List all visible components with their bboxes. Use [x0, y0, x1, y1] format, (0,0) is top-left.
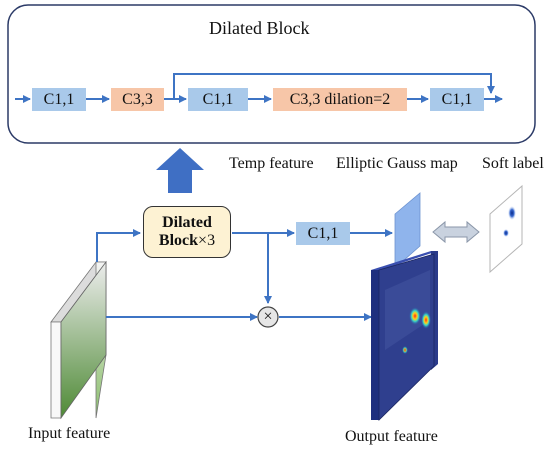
soft-label-blob-2: [503, 229, 509, 237]
dilated-block-x3-suffix: ×3: [198, 232, 216, 249]
output-feature-texture: [385, 270, 430, 350]
elliptic-gauss-map-plane: [394, 192, 421, 269]
dilated-block-x3-bold: Block: [158, 232, 199, 249]
elliptic-gauss-map-label: Elliptic Gauss map: [336, 155, 458, 172]
output-feature-label: Output feature: [345, 428, 438, 445]
input-feature-slab: [50, 321, 62, 419]
input-feature-face: [60, 260, 107, 420]
output-feature-face: [378, 253, 435, 421]
dilated-conv-3x3: C3,3: [111, 88, 164, 111]
multiply-symbol: ×: [263, 308, 273, 325]
output-heat-blob-2: [421, 311, 431, 329]
output-heat-blob-1: [409, 307, 421, 325]
dilated-block-x3-node: Dilated Block×3: [143, 206, 231, 258]
dilated-skip-connection: [173, 73, 495, 99]
temp-feature-label: Temp feature: [229, 155, 314, 172]
input-to-dilated-arrow: [96, 229, 141, 262]
soft-label-blob-1: [508, 206, 516, 220]
output-heat-blob-3: [402, 346, 408, 354]
soft-label-label: Soft label: [482, 155, 544, 172]
big-up-arrow-icon: [156, 148, 204, 193]
input-feature-label: Input feature: [28, 425, 111, 442]
dilated-conv-1x1-b: C1,1: [188, 88, 248, 111]
multiply-circle: [257, 306, 279, 328]
dilated-block-x3-line1: Dilated: [162, 213, 212, 231]
double-arrow-icon: [432, 220, 480, 244]
dilated-conv-3x3-dilation: C3,3 dilation=2: [273, 88, 407, 111]
dilated-block-title: Dilated Block: [209, 18, 310, 38]
dilated-block-x3-line2: Block×3: [159, 232, 215, 250]
dilated-conv-1x1-c: C1,1: [430, 88, 484, 111]
main-conv-1x1: C1,1: [296, 222, 350, 245]
output-feature-side: [371, 251, 438, 270]
dilated-conv-1x1-a: C1,1: [32, 88, 86, 111]
output-feature-slab-edge: [371, 270, 379, 420]
